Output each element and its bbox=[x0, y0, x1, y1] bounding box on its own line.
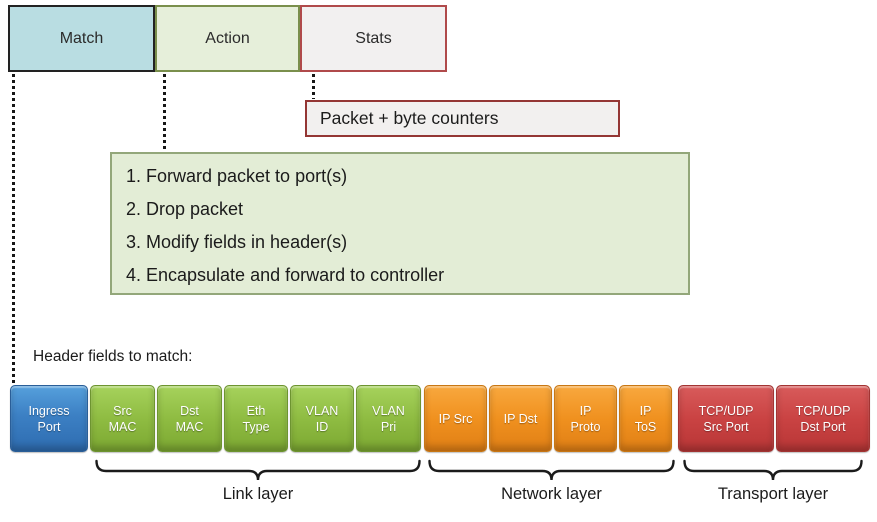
layer-label: Transport layer bbox=[717, 485, 829, 503]
header-fields-caption: Header fields to match: bbox=[33, 348, 193, 365]
field-box-label-line: Src Port bbox=[703, 419, 749, 434]
field-box-label-line: VLAN bbox=[372, 403, 405, 418]
field-box-label-line: ToS bbox=[634, 419, 657, 434]
layer-brace-0: Link layer bbox=[95, 459, 421, 503]
field-box-label-line: Ingress bbox=[28, 403, 70, 418]
field-box-label-line: Proto bbox=[570, 419, 601, 434]
packet-byte-counters-label: Packet + byte counters bbox=[320, 108, 499, 128]
action-item: Forward packet to port(s) bbox=[146, 160, 688, 193]
layer-label: Link layer bbox=[222, 485, 294, 503]
packet-byte-counters-box: Packet + byte counters bbox=[305, 100, 620, 137]
layer-label: Network layer bbox=[501, 485, 602, 503]
layer-brace-2: Transport layer bbox=[683, 459, 863, 503]
field-box-label-line: TCP/UDP bbox=[698, 403, 754, 418]
actions-list: Forward packet to port(s)Drop packetModi… bbox=[112, 160, 688, 292]
match-cell: Match bbox=[8, 5, 155, 72]
action-item: Encapsulate and forward to controller bbox=[146, 259, 688, 292]
field-box-label-line: IP bbox=[579, 403, 592, 418]
field-box-label-line: IP Dst bbox=[503, 411, 538, 426]
field-box-label-line: IP bbox=[639, 403, 652, 418]
field-box-label-line: Dst bbox=[180, 403, 199, 418]
field-box-label-line: MAC bbox=[175, 419, 204, 434]
field-box-ip-dst: IP Dst bbox=[489, 385, 552, 452]
field-box-label-line: VLAN bbox=[305, 403, 339, 418]
field-box-label-line: ID bbox=[315, 419, 329, 434]
brace-glyph bbox=[428, 459, 675, 481]
field-box-ip-src: IP Src bbox=[424, 385, 487, 452]
field-box-label-line: Src bbox=[113, 403, 132, 418]
field-box-label-line: Type bbox=[242, 419, 270, 434]
layer-brace-1: Network layer bbox=[428, 459, 675, 503]
action-dotted-connector bbox=[163, 74, 166, 150]
stats-dotted-connector bbox=[312, 74, 315, 99]
action-cell: Action bbox=[155, 5, 300, 72]
field-box-label-line: Dst Port bbox=[800, 419, 846, 434]
action-item: Drop packet bbox=[146, 193, 688, 226]
field-box-label-line: IP Src bbox=[438, 411, 473, 426]
field-box-label-line: TCP/UDP bbox=[795, 403, 851, 418]
brace-glyph bbox=[95, 459, 421, 481]
field-box-label-line: Eth bbox=[246, 403, 266, 418]
stats-cell: Stats bbox=[300, 5, 447, 72]
action-cell-label: Action bbox=[205, 29, 250, 47]
action-item: Modify fields in header(s) bbox=[146, 226, 688, 259]
field-box-label-line: MAC bbox=[108, 419, 137, 434]
match-cell-label: Match bbox=[59, 29, 104, 47]
actions-list-box: Forward packet to port(s)Drop packetModi… bbox=[110, 152, 690, 295]
stats-cell-label: Stats bbox=[355, 29, 392, 47]
match-dotted-connector bbox=[12, 74, 15, 384]
field-box-label-line: Port bbox=[37, 419, 61, 434]
field-box-label-line: Pri bbox=[380, 419, 397, 434]
brace-glyph bbox=[683, 459, 863, 481]
